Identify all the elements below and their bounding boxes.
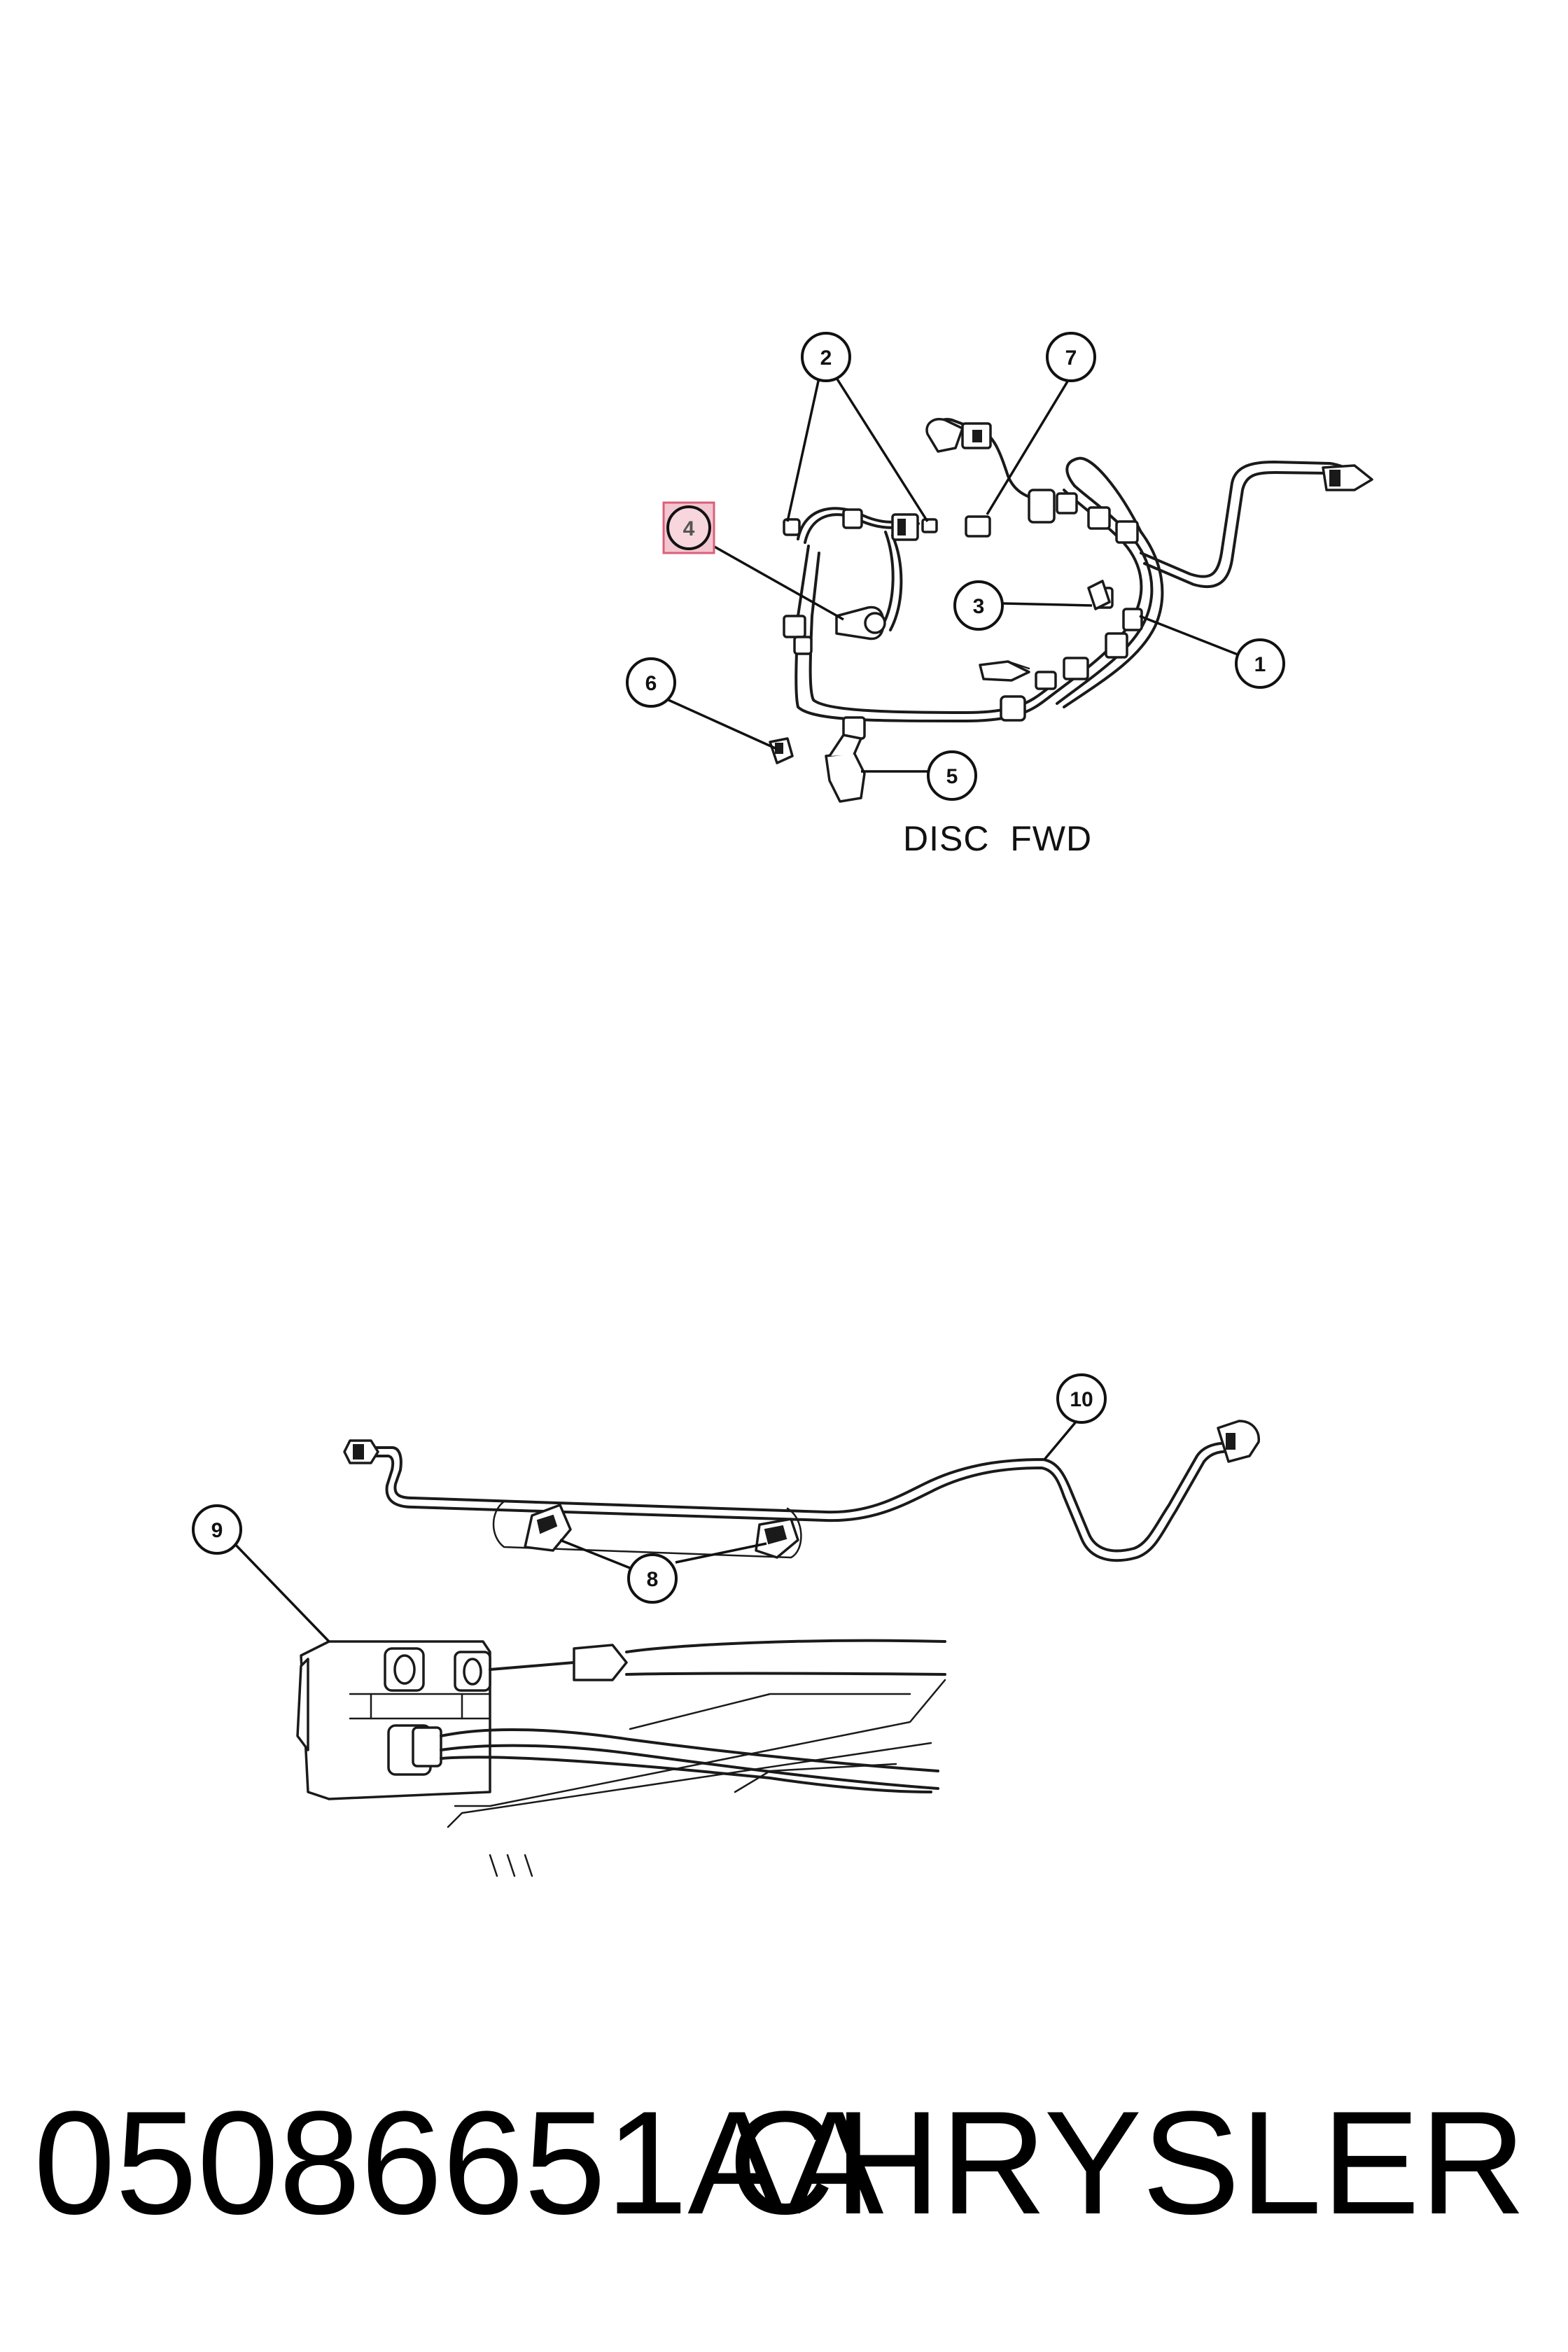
svg-text:4: 4: [683, 517, 695, 540]
callout-9[interactable]: 9: [192, 1504, 242, 1555]
brand-name: CHRYSLER: [728, 2080, 1526, 2245]
svg-text:6: 6: [645, 672, 657, 695]
svg-text:8: 8: [647, 1568, 659, 1591]
callout-3[interactable]: 3: [953, 580, 1004, 631]
diagram-caption: DISC FWD: [903, 819, 1092, 858]
svg-text:10: 10: [1070, 1388, 1093, 1411]
part-number: 05086651AA: [34, 2080, 884, 2245]
callout-2[interactable]: 2: [801, 332, 851, 382]
top-diagram: 2 7 4 3 1 6 5 DISC FWD: [626, 332, 1373, 858]
leader-3: [1002, 602, 1093, 607]
bottom-diagram: 10 8 9: [192, 1373, 1260, 1877]
top-leaders: [668, 377, 1238, 773]
leader-10: [1043, 1420, 1078, 1461]
svg-text:9: 9: [211, 1519, 223, 1542]
footer: 05086651AA CHRYSLER: [0, 2058, 1568, 2268]
callout-5[interactable]: 5: [927, 750, 977, 801]
leader-7: [986, 381, 1069, 515]
callout-8[interactable]: 8: [627, 1553, 678, 1604]
leader-2a: [786, 377, 820, 522]
leader-9: [230, 1539, 330, 1643]
svg-text:3: 3: [973, 595, 985, 618]
leader-1: [1139, 615, 1238, 656]
brake-tube: [343, 1420, 1260, 1562]
callout-7[interactable]: 7: [1046, 332, 1096, 382]
valve-block: [296, 1639, 946, 1877]
brake-line-assembly: [769, 418, 1373, 803]
leader-8b: [675, 1542, 767, 1564]
callout-6[interactable]: 6: [626, 657, 676, 708]
leader-6: [668, 699, 778, 750]
callout-4-highlighted[interactable]: 4: [662, 501, 715, 554]
bottom-leaders: [230, 1420, 1078, 1643]
leader-2b: [835, 377, 929, 522]
callout-10[interactable]: 10: [1056, 1373, 1107, 1424]
callout-1[interactable]: 1: [1235, 638, 1285, 689]
svg-text:7: 7: [1065, 346, 1077, 370]
leader-4: [706, 541, 844, 621]
leader-8a: [559, 1539, 631, 1569]
svg-text:5: 5: [946, 765, 958, 788]
svg-text:1: 1: [1254, 653, 1266, 676]
svg-text:2: 2: [820, 346, 832, 370]
body-panel: [492, 1500, 802, 1559]
